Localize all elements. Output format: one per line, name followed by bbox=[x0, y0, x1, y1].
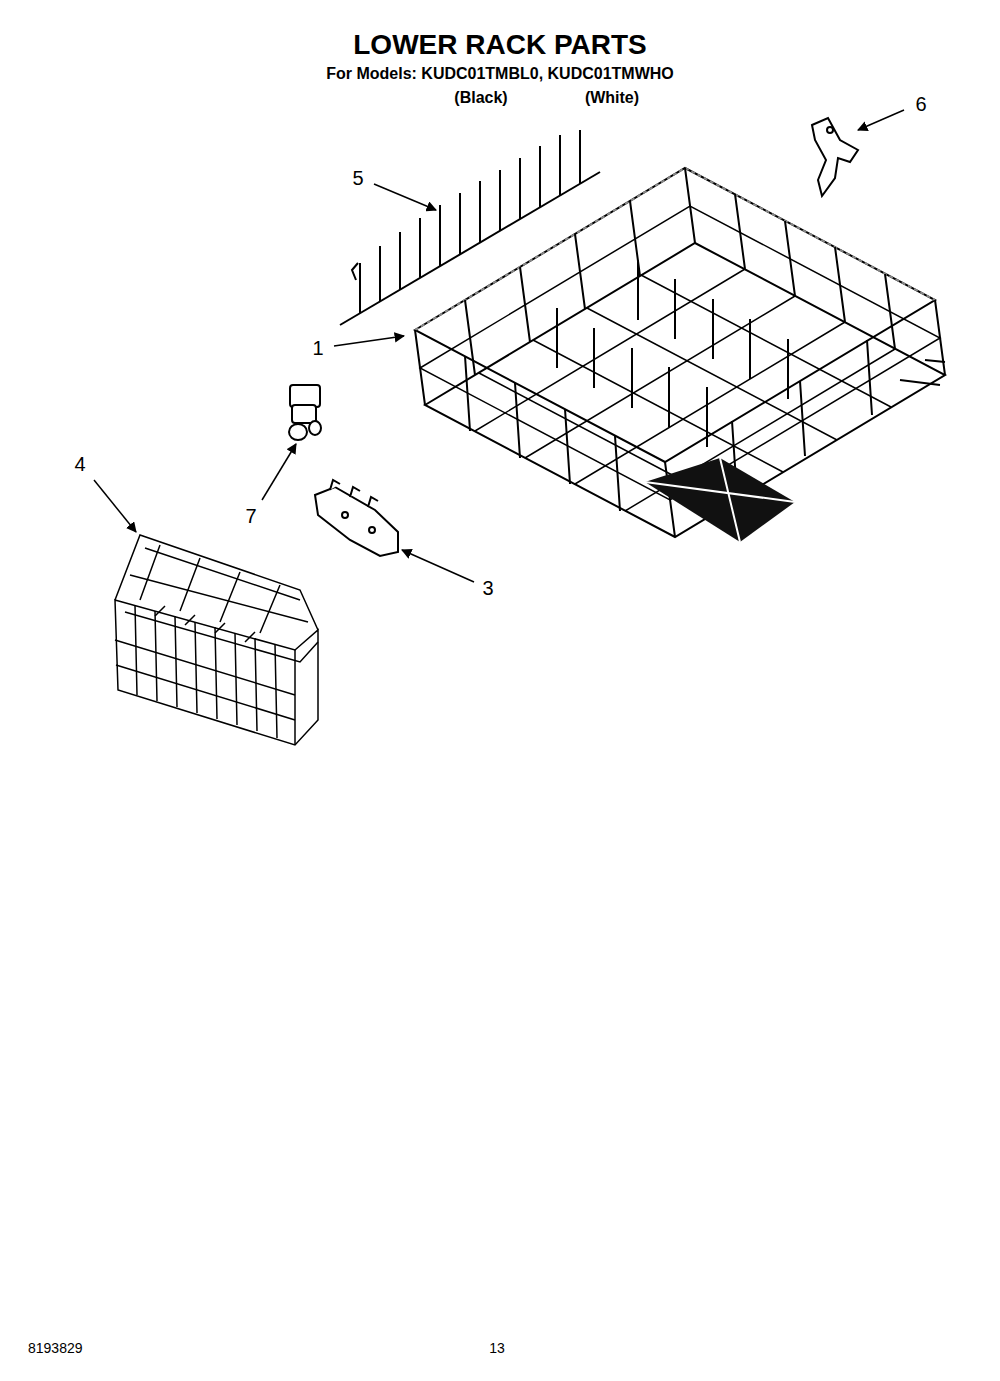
color-note: (Black) bbox=[454, 89, 507, 107]
color-note: (White) bbox=[585, 89, 639, 107]
page-number: 13 bbox=[489, 1340, 505, 1356]
callout-number: 3 bbox=[482, 577, 493, 600]
model-line: For Models: KUDC01TMBL0, KUDC01TMWHO bbox=[326, 65, 674, 83]
callout-number: 4 bbox=[74, 453, 85, 476]
diagram-title: LOWER RACK PARTS bbox=[353, 29, 646, 61]
callout-number: 7 bbox=[245, 505, 256, 528]
callout-number: 6 bbox=[915, 93, 926, 116]
callout-number: 5 bbox=[352, 167, 363, 190]
callout-number: 1 bbox=[312, 337, 323, 360]
document-number: 8193829 bbox=[28, 1340, 83, 1356]
